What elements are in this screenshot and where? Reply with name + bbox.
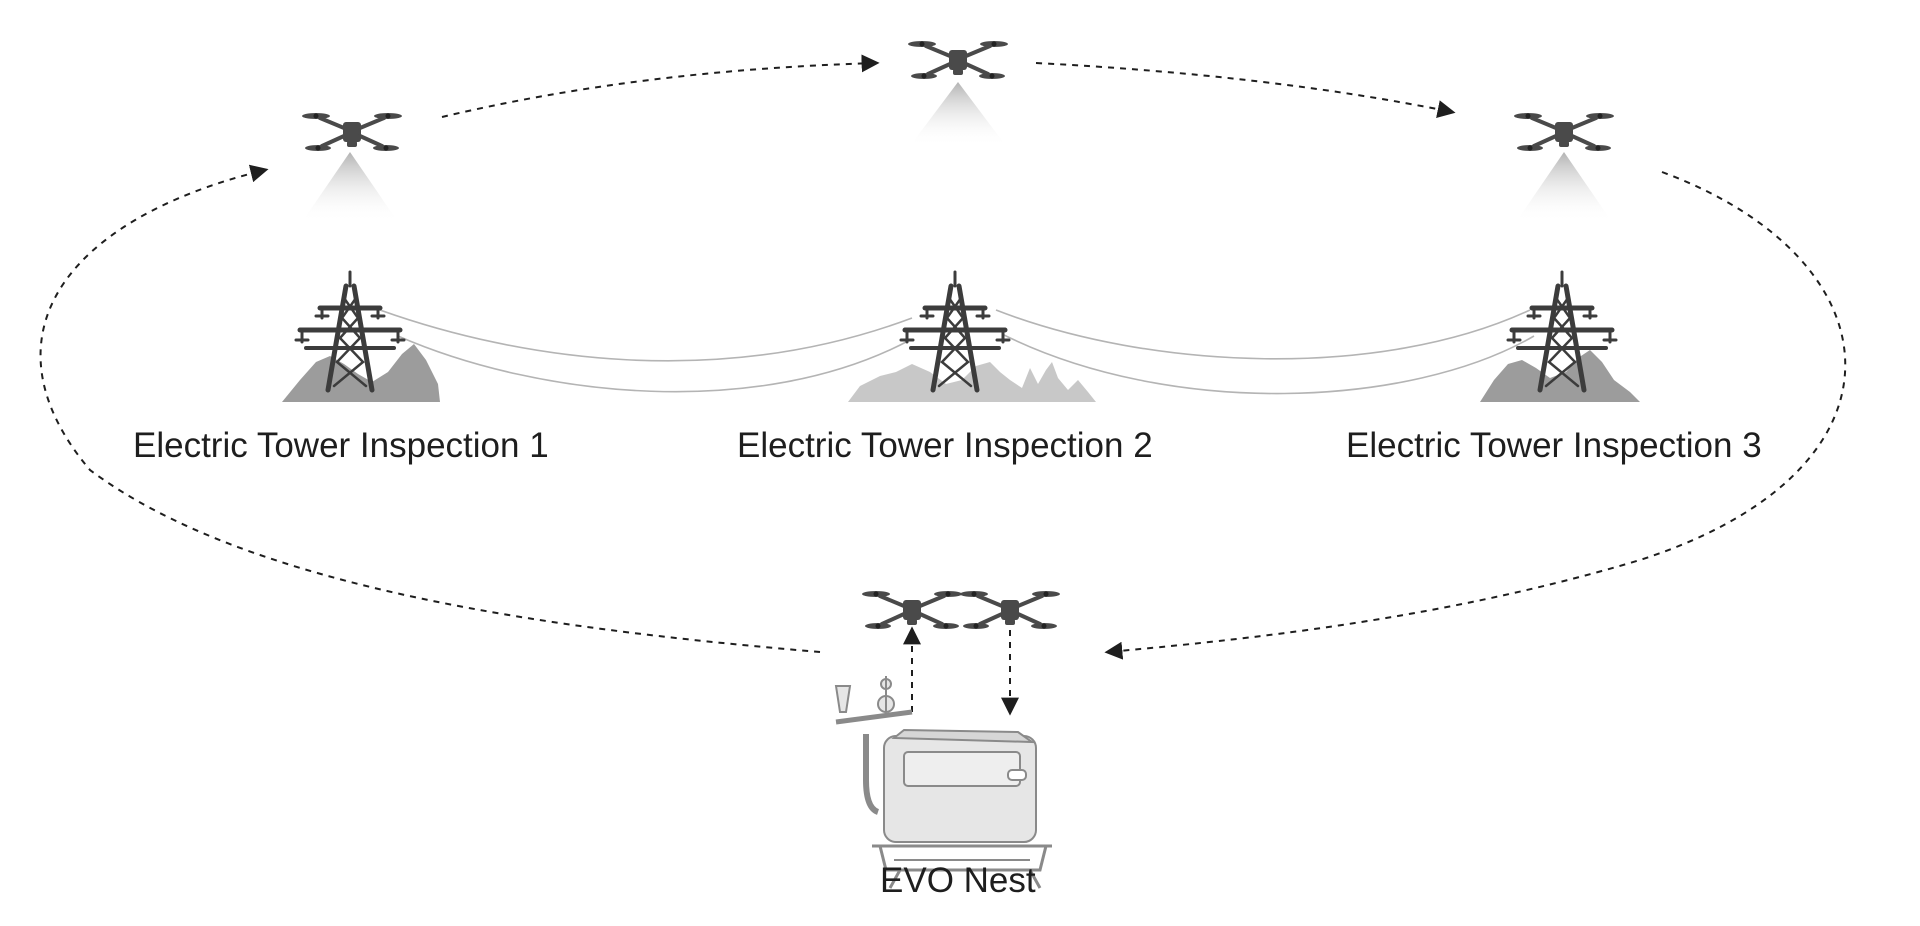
power-line xyxy=(397,335,911,393)
route-arrow-nest-to-1 xyxy=(39,164,821,653)
scan-beams xyxy=(302,82,1612,222)
power-line xyxy=(1001,333,1535,395)
route-arrow-2-to-3 xyxy=(1035,62,1456,118)
power-lines xyxy=(379,309,1535,395)
weather-mast xyxy=(863,734,880,815)
route-arrow-3-to-nest xyxy=(1104,171,1847,660)
power-towers xyxy=(296,272,1616,390)
scan-beam xyxy=(910,82,1006,146)
labels: Electric Tower Inspection 1 Electric Tow… xyxy=(133,426,1762,900)
scan-beam xyxy=(1516,152,1612,222)
tower-3-label: Electric Tower Inspection 3 xyxy=(1346,426,1762,465)
nest-frame xyxy=(872,844,1052,889)
drone-icon xyxy=(1512,111,1616,153)
drone-icon xyxy=(300,111,404,153)
nest-handle xyxy=(1007,769,1027,781)
route-arrows xyxy=(39,54,1847,716)
docking-station-icon xyxy=(834,676,1052,889)
weather-arm xyxy=(835,709,913,725)
tower-1-label: Electric Tower Inspection 1 xyxy=(133,426,549,465)
scan-beam xyxy=(302,152,398,222)
mountain-icon xyxy=(282,344,440,402)
nest-label: EVO Nest xyxy=(880,861,1036,900)
weather-cup xyxy=(834,685,852,713)
drone-icon xyxy=(906,39,1010,81)
drone-icon xyxy=(860,589,964,631)
power-line xyxy=(379,309,913,362)
nest-panel xyxy=(903,751,1021,787)
drone-icon xyxy=(958,589,1062,631)
route-arrow-1-to-2 xyxy=(441,54,880,118)
power-line xyxy=(995,309,1531,360)
mountain-icon xyxy=(848,362,1096,402)
mountains xyxy=(282,344,1640,402)
nest-lid xyxy=(891,728,1036,744)
tower-2-label: Electric Tower Inspection 2 xyxy=(737,426,1153,465)
